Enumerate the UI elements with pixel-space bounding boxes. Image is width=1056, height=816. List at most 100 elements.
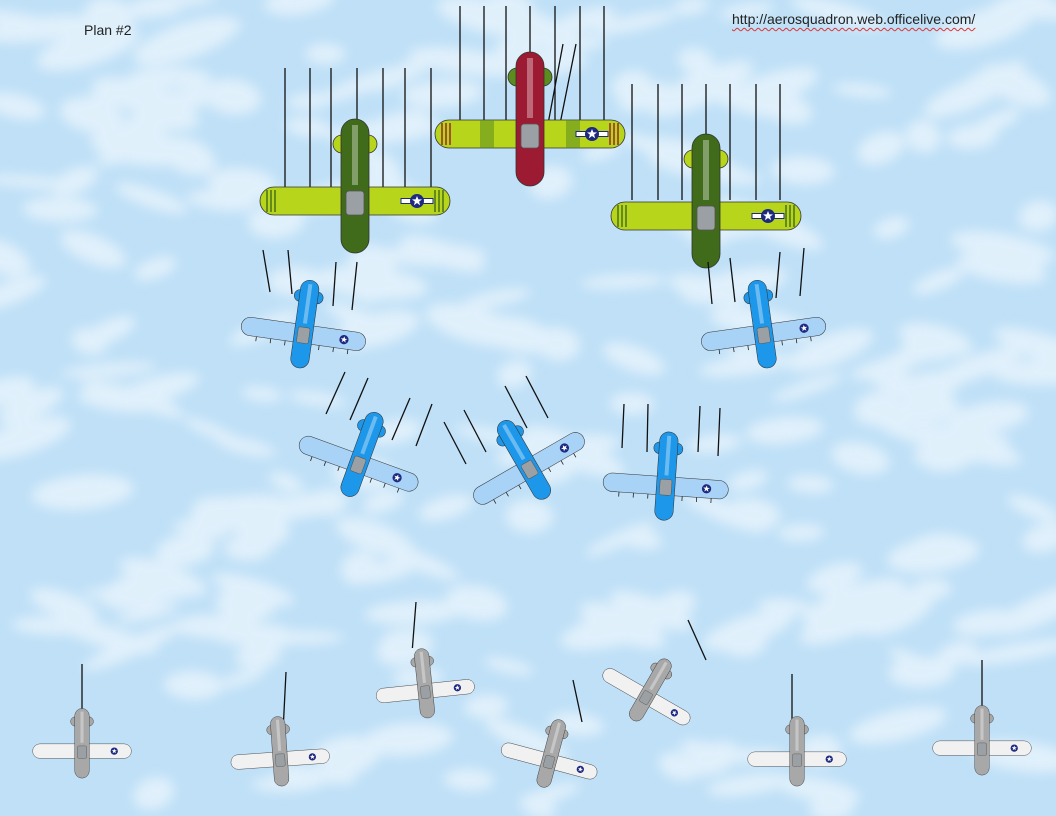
cloud-puff — [0, 275, 47, 312]
cockpit-canopy — [977, 742, 987, 756]
cloud-puff — [745, 416, 824, 445]
wing-strut — [310, 456, 313, 462]
motion-line — [349, 377, 369, 421]
cloud-puff — [787, 474, 834, 494]
wing-strut — [255, 336, 257, 342]
cloud-puff — [1022, 522, 1056, 553]
wing-strut — [718, 349, 721, 355]
motion-line — [463, 409, 487, 453]
cloud-puff — [757, 598, 811, 615]
star-roundel-icon — [110, 747, 118, 755]
cockpit-canopy — [659, 478, 673, 496]
cloud-puff — [848, 706, 948, 745]
motion-line — [775, 251, 781, 299]
cloud-puff — [483, 657, 535, 676]
cloud-puff — [985, 0, 1054, 21]
fuselage-highlight — [754, 283, 765, 324]
cloud-puff — [947, 401, 1030, 435]
star-roundel-icon — [392, 473, 402, 483]
fuselage-highlight — [527, 58, 533, 118]
fuselage-highlight — [664, 435, 672, 476]
cloud-puff — [867, 414, 940, 447]
fuselage-highlight — [302, 283, 313, 324]
wing-strut — [560, 460, 564, 465]
cloud-puff — [425, 303, 524, 347]
motion-line — [415, 403, 433, 447]
biplane-icon — [375, 648, 475, 719]
cloud-puff — [0, 15, 97, 43]
wing-stripe — [480, 120, 494, 148]
cockpit-canopy — [275, 753, 286, 767]
cloud-puff — [163, 670, 224, 700]
cloud-puff — [534, 34, 608, 51]
fuselage-highlight — [360, 415, 378, 455]
cloud-puff — [85, 0, 135, 29]
wing-strut — [332, 347, 334, 353]
fuselage-highlight — [795, 719, 799, 751]
cloud-puff — [771, 373, 844, 402]
cloud-puff — [203, 78, 262, 115]
wing-strut — [346, 349, 349, 355]
cloud-puff — [314, 266, 429, 300]
cloud-puff — [719, 2, 775, 20]
cloud-puff — [609, 392, 655, 415]
cockpit-canopy — [520, 123, 540, 149]
cloud-puff — [609, 590, 693, 631]
cloud-puff — [362, 722, 454, 757]
cloud-puff — [241, 386, 283, 402]
cloud-puff — [305, 43, 346, 65]
cloud-puff — [790, 0, 885, 30]
source-url-link[interactable]: http://aerosquadron.web.officelive.com/ — [732, 11, 976, 27]
biplane-icon — [747, 716, 847, 787]
cloud-puff — [172, 614, 262, 639]
cloud-puff — [831, 441, 890, 475]
cloud-puff — [687, 434, 742, 454]
cloud-puff — [77, 386, 166, 413]
motion-line — [325, 371, 346, 415]
cloud-puff — [234, 646, 281, 668]
cockpit-canopy — [420, 685, 431, 699]
star-roundel-icon — [701, 484, 712, 494]
star-roundel-icon — [670, 709, 679, 717]
cloud-puff — [683, 492, 767, 533]
antenna-line — [282, 671, 287, 721]
star-roundel-icon — [576, 765, 584, 773]
wing-strut — [383, 483, 386, 488]
wing-strut — [318, 345, 320, 351]
cloud-puff — [31, 474, 135, 510]
cloud-puff — [1018, 200, 1056, 232]
cloud-puff — [71, 328, 108, 355]
fuselage — [270, 716, 290, 787]
biplane-icon — [32, 708, 132, 779]
cloud-puff — [778, 523, 825, 542]
cloud-puff — [408, 46, 522, 77]
fuselage — [414, 648, 435, 719]
wing-strut — [323, 461, 327, 467]
wing-strut — [781, 340, 783, 346]
motion-line — [717, 407, 721, 457]
wing-strut — [269, 338, 272, 344]
wing-strut — [810, 336, 812, 342]
cockpit-canopy — [639, 690, 653, 705]
cloud-puff — [771, 155, 835, 185]
wing-strut — [733, 347, 735, 353]
cloud-puff — [926, 345, 1026, 389]
fuselage-highlight — [549, 722, 561, 754]
cloud-puff — [316, 67, 402, 104]
cloud-puff — [362, 489, 404, 514]
cloud-puff — [905, 119, 942, 153]
cockpit-canopy — [792, 753, 802, 767]
fuselage — [515, 51, 545, 187]
wing-stripe — [566, 120, 580, 148]
fuselage — [629, 658, 672, 722]
cloud-puff — [602, 342, 666, 376]
antenna-line — [572, 679, 583, 723]
motion-line — [621, 403, 625, 449]
cloud-puff — [993, 327, 1056, 370]
cloud-puff — [505, 499, 554, 534]
wing-strut — [284, 340, 286, 346]
cloud-puff — [448, 0, 486, 24]
cloud-puff — [133, 256, 177, 281]
cloud-puff — [580, 274, 667, 289]
